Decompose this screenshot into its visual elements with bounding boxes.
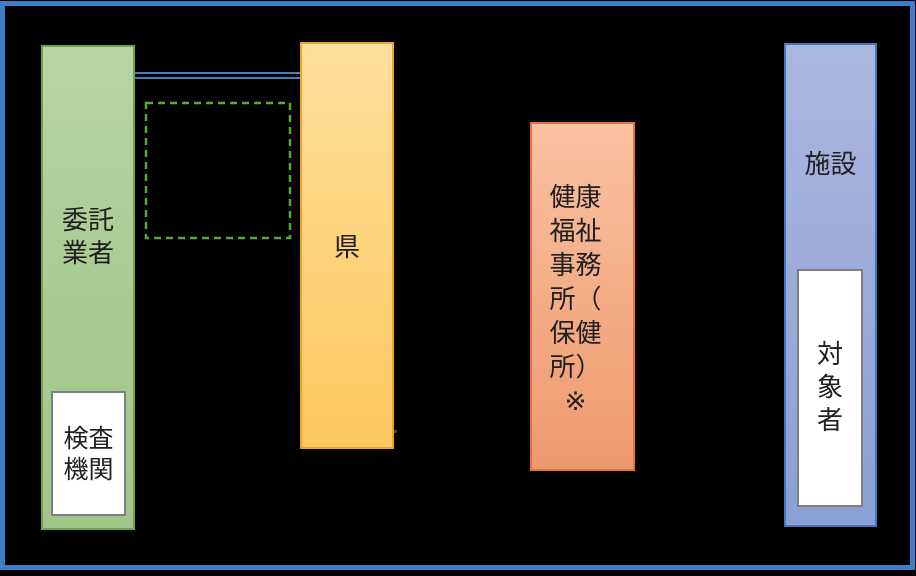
- contractor-box: 委託 業者 検査 機関: [41, 45, 135, 530]
- subject-box: 対 象 者: [797, 269, 863, 507]
- facility-box: 施設 対 象 者: [784, 43, 877, 527]
- subject-label: 対 象 者: [816, 339, 843, 436]
- dashed-highlight-rect: [144, 101, 292, 240]
- prefecture-label: 県: [333, 233, 360, 263]
- prefecture-box: 県: [300, 42, 394, 449]
- inspection-agency-label: 検査 機関: [63, 423, 114, 484]
- contractor-prefecture-connector-line: [135, 72, 300, 79]
- contractor-label: 委託 業者: [61, 206, 114, 269]
- health-welfare-office-box: 健康 福祉 事務 所（ 保健 所） ※: [530, 122, 635, 471]
- small-stray-mark: [394, 430, 397, 433]
- dashed-highlight-box: [144, 101, 292, 240]
- facility-label: 施設: [804, 150, 857, 180]
- inspection-agency-box: 検査 機関: [51, 391, 126, 516]
- health-welfare-office-label: 健康 福祉 事務 所（ 保健 所） ※: [549, 183, 602, 417]
